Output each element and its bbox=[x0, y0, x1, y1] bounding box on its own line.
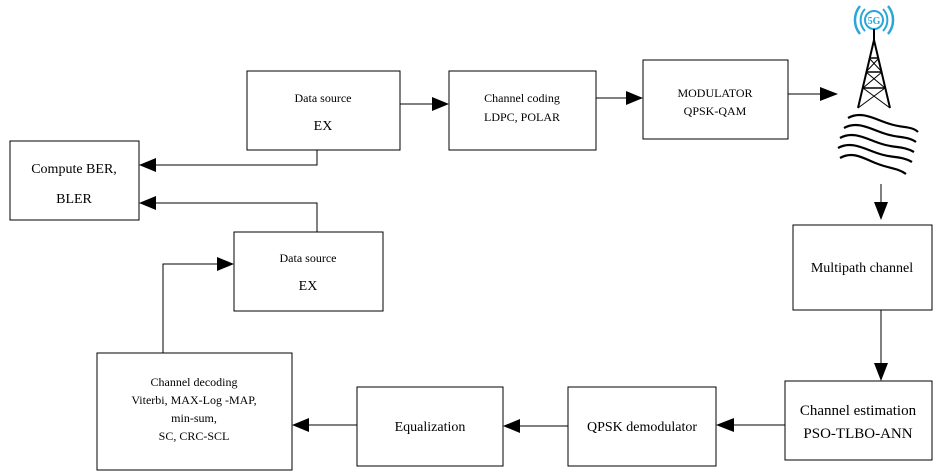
channel-decoding-block: Channel decoding Viterbi, MAX-Log -MAP, … bbox=[96, 352, 293, 471]
compute-ber-block: Compute BER, BLER bbox=[9, 140, 140, 221]
block-subtitle: QPSK-QAM bbox=[684, 104, 747, 118]
channel-estimation-block: Channel estimation PSO-TLBO-ANN bbox=[784, 380, 933, 461]
arrowhead bbox=[820, 87, 838, 101]
block-line-2: Viterbi, MAX-Log -MAP, bbox=[131, 393, 256, 407]
radio-waves-icon bbox=[837, 113, 919, 175]
block-line-4: SC, CRC-SCL bbox=[159, 429, 230, 443]
block-subtitle: PSO-TLBO-ANN bbox=[803, 426, 912, 442]
block-title: Channel coding bbox=[484, 91, 560, 105]
block-subtitle: EX bbox=[299, 279, 318, 294]
block-title: Equalization bbox=[395, 420, 466, 435]
block-title: Data source bbox=[280, 251, 337, 265]
block-line-3: min-sum, bbox=[171, 411, 217, 425]
block-title: Multipath channel bbox=[811, 261, 913, 276]
arrowhead bbox=[217, 257, 234, 271]
equalization-block: Equalization bbox=[356, 386, 504, 467]
modulator-block: MODULATOR QPSK-QAM bbox=[642, 59, 789, 140]
arrowhead bbox=[716, 418, 734, 432]
block-title: QPSK demodulator bbox=[587, 420, 697, 435]
antenna-tower-icon: 5G bbox=[853, 5, 895, 109]
block-subtitle: EX bbox=[314, 119, 333, 134]
arrowhead bbox=[874, 363, 888, 381]
arrowhead bbox=[626, 91, 643, 105]
data-source-rx-block: Data source EX bbox=[233, 231, 384, 312]
block-title: MODULATOR bbox=[677, 86, 752, 100]
arrowhead bbox=[139, 196, 156, 210]
badge-5g: 5G bbox=[868, 16, 881, 27]
block-subtitle: BLER bbox=[56, 192, 92, 207]
arrow-decoding-to-datasource bbox=[162, 263, 217, 353]
block-title: Channel decoding bbox=[151, 375, 238, 389]
block-title: Channel estimation bbox=[800, 403, 917, 419]
arrowhead bbox=[874, 202, 888, 220]
channel-coding-block: Channel coding LDPC, POLAR bbox=[448, 70, 597, 151]
block-subtitle: LDPC, POLAR bbox=[484, 110, 560, 124]
multipath-channel-block: Multipath channel bbox=[792, 224, 933, 311]
block-title: Compute BER, bbox=[31, 162, 117, 177]
qpsk-demodulator-block: QPSK demodulator bbox=[567, 386, 717, 467]
arrowhead bbox=[503, 419, 520, 433]
arrow-datasource-to-ber bbox=[156, 150, 318, 166]
arrow-datasource-rx-to-ber bbox=[156, 202, 318, 232]
arrowhead bbox=[139, 158, 156, 172]
data-source-tx-block: Data source EX bbox=[246, 70, 401, 151]
arrowhead bbox=[292, 418, 309, 432]
block-title: Data source bbox=[295, 91, 352, 105]
arrowhead bbox=[432, 97, 449, 111]
